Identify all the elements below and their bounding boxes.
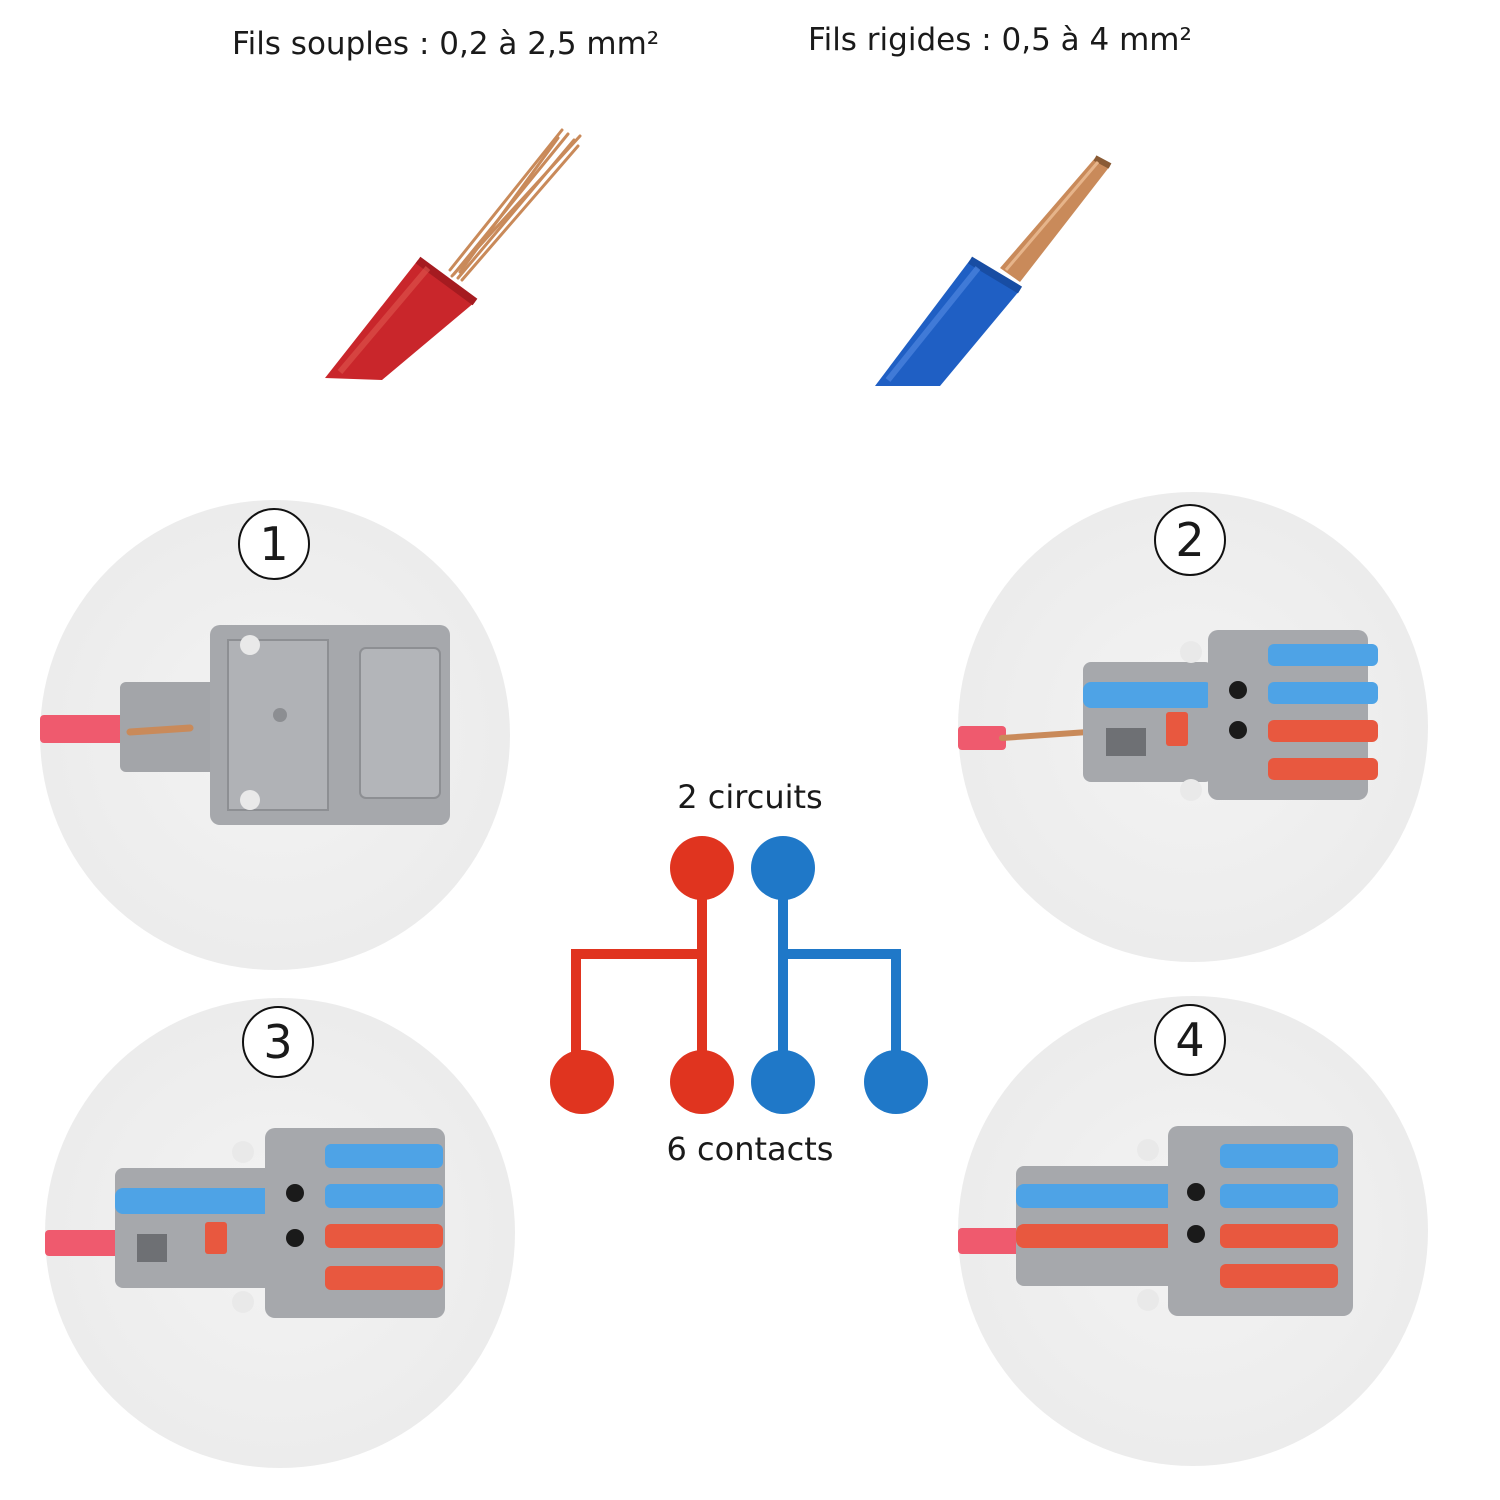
rigid-wire-image <box>875 155 1112 386</box>
circuits-label: 2 circuits <box>677 778 823 816</box>
step-4-panel: 4 <box>958 996 1428 1466</box>
connector-side-view <box>40 625 450 825</box>
connector-lever-open-view <box>958 630 1378 801</box>
circuit-schematic <box>550 836 928 1114</box>
step-number-badge: 4 <box>1154 1004 1226 1076</box>
blue-circuit <box>751 836 928 1114</box>
rigid-wire-title: Fils rigides : 0,5 à 4 mm² <box>808 22 1192 58</box>
flexible-wire-title: Fils souples : 0,2 à 2,5 mm² <box>232 26 660 62</box>
rigid-wire-core <box>1000 158 1110 282</box>
step-1-panel: 1 <box>40 500 510 970</box>
step-2-panel: 2 <box>958 492 1428 962</box>
contacts-label: 6 contacts <box>666 1130 834 1168</box>
step-number-badge: 3 <box>242 1006 314 1078</box>
step-number-badge: 2 <box>1154 504 1226 576</box>
connector-wire-inserted-view <box>45 1128 445 1318</box>
flexible-wire-strands <box>448 128 582 282</box>
step-number-badge: 1 <box>238 508 310 580</box>
step-3-panel: 3 <box>45 998 515 1468</box>
red-circuit <box>550 836 734 1114</box>
flexible-wire-image <box>325 128 582 380</box>
connector-lever-closed-view <box>958 1126 1353 1316</box>
